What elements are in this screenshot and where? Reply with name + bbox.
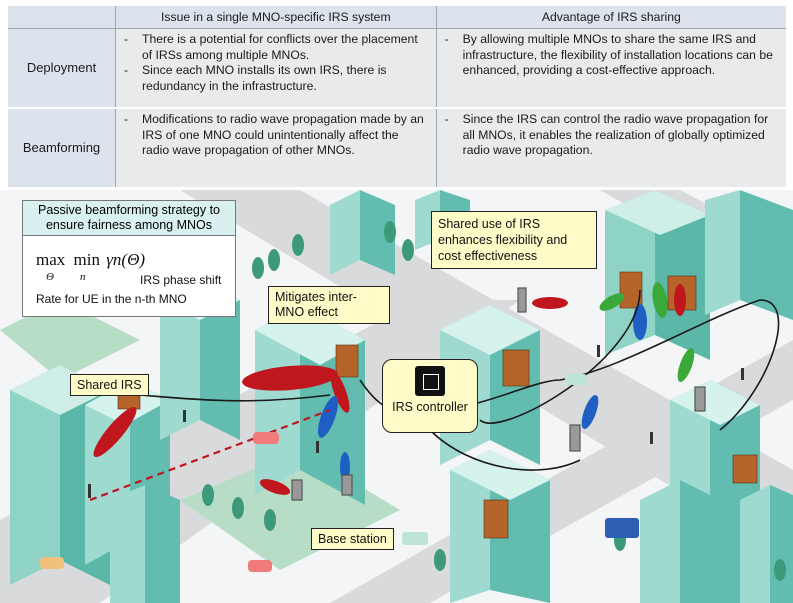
base-station-label: Base station bbox=[311, 528, 394, 550]
people bbox=[88, 345, 744, 498]
list-item: -Modifications to radio wave propagation… bbox=[124, 112, 428, 159]
formula-note-phase: IRS phase shift bbox=[140, 273, 222, 287]
header-issue: Issue in a single MNO-specific IRS syste… bbox=[115, 6, 437, 29]
bullet: - bbox=[444, 112, 449, 126]
deployment-advantage-1: By allowing multiple MNOs to share the s… bbox=[462, 32, 773, 77]
beamforming-issue-1: Modifications to radio wave propagation … bbox=[142, 112, 424, 157]
beamforming-advantage-1: Since the IRS can control the radio wave… bbox=[462, 112, 769, 157]
passive-beamforming-title: Passive beamforming strategy to ensure f… bbox=[23, 201, 235, 236]
header-empty bbox=[8, 6, 116, 29]
list-item: -Since the IRS can control the radio wav… bbox=[445, 112, 778, 159]
comparison-grid: Issue in a single MNO-specific IRS syste… bbox=[8, 6, 786, 187]
formula-theta-sub: Θ bbox=[46, 271, 54, 283]
bullet: - bbox=[124, 112, 129, 126]
beam-lobes bbox=[93, 282, 695, 495]
formula-max: max bbox=[36, 250, 66, 269]
table-row: Beamforming -Modifications to radio wave… bbox=[8, 107, 786, 187]
chip-icon bbox=[415, 366, 445, 396]
mitigates-inter-mno-label: Mitigates inter-MNO effect bbox=[268, 286, 390, 324]
ue-signal-path bbox=[89, 408, 331, 502]
deployment-issue-2: Since each MNO installs its own IRS, the… bbox=[142, 63, 387, 93]
table-header-row: Issue in a single MNO-specific IRS syste… bbox=[8, 6, 786, 29]
deployment-issue-1: There is a potential for conflicts over … bbox=[142, 32, 418, 62]
header-advantage: Advantage of IRS sharing bbox=[435, 6, 786, 29]
list-item: -By allowing multiple MNOs to share the … bbox=[445, 32, 778, 79]
irs-controller-box: IRS controller bbox=[382, 359, 478, 433]
list-item: -Since each MNO installs its own IRS, th… bbox=[124, 63, 428, 94]
formula-note-rate: Rate for UE in the n-th MNO bbox=[36, 292, 187, 306]
irs-panels bbox=[117, 271, 758, 539]
beamforming-issue-cell: -Modifications to radio wave propagation… bbox=[115, 107, 437, 187]
formula: max min γn(Θ) bbox=[36, 250, 145, 270]
control-cables bbox=[139, 289, 780, 471]
list-item: -There is a potential for conflicts over… bbox=[124, 32, 428, 63]
base-station-towers bbox=[291, 287, 706, 501]
comparison-table: Issue in a single MNO-specific IRS syste… bbox=[8, 6, 786, 187]
row-label-deployment: Deployment bbox=[8, 28, 116, 108]
bullet: - bbox=[124, 32, 129, 46]
trees bbox=[202, 221, 786, 581]
row-label-beamforming: Beamforming bbox=[8, 107, 116, 187]
bullet: - bbox=[124, 63, 129, 77]
passive-beamforming-box: Passive beamforming strategy to ensure f… bbox=[22, 200, 236, 317]
formula-n-sub: n bbox=[80, 271, 86, 283]
table-row: Deployment -There is a potential for con… bbox=[8, 28, 786, 108]
formula-gamma: γn(Θ) bbox=[106, 250, 146, 269]
deployment-advantage-cell: -By allowing multiple MNOs to share the … bbox=[435, 28, 786, 108]
bullet: - bbox=[444, 32, 449, 46]
irs-controller-label: IRS controller bbox=[392, 400, 468, 414]
formula-min: min bbox=[73, 250, 100, 269]
shared-use-label: Shared use of IRS enhances flexibility a… bbox=[431, 211, 597, 269]
deployment-issue-cell: -There is a potential for conflicts over… bbox=[115, 28, 437, 108]
vehicles bbox=[40, 374, 639, 572]
shared-irs-label: Shared IRS bbox=[70, 374, 149, 396]
beamforming-advantage-cell: -Since the IRS can control the radio wav… bbox=[435, 107, 786, 187]
